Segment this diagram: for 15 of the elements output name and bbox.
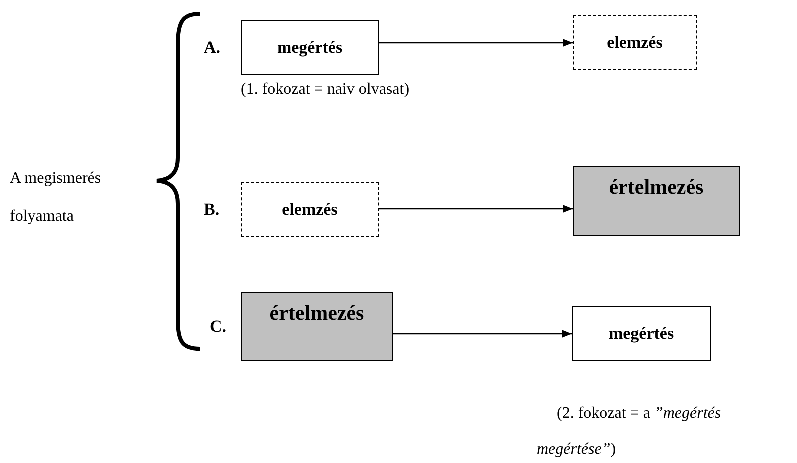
row-letter: A. <box>204 38 221 58</box>
arrow <box>393 330 572 338</box>
arrow <box>379 39 573 47</box>
process-box: elemzés <box>573 15 697 70</box>
process-box: megértés <box>241 20 379 75</box>
caption-text: A megismerés folyamata <box>10 169 102 227</box>
row-letter: C. <box>210 317 227 337</box>
process-box: értelmezés <box>241 292 393 361</box>
stage-note: (1. fokozat = naiv olvasat) <box>241 81 410 99</box>
arrow <box>379 205 573 213</box>
process-box: értelmezés <box>573 166 740 236</box>
process-box: elemzés <box>241 182 379 237</box>
caption-text: (2. fokozat = a ”megértés megértése”) <box>537 404 722 460</box>
process-box: megértés <box>572 306 711 361</box>
row-letter: B. <box>204 200 220 220</box>
